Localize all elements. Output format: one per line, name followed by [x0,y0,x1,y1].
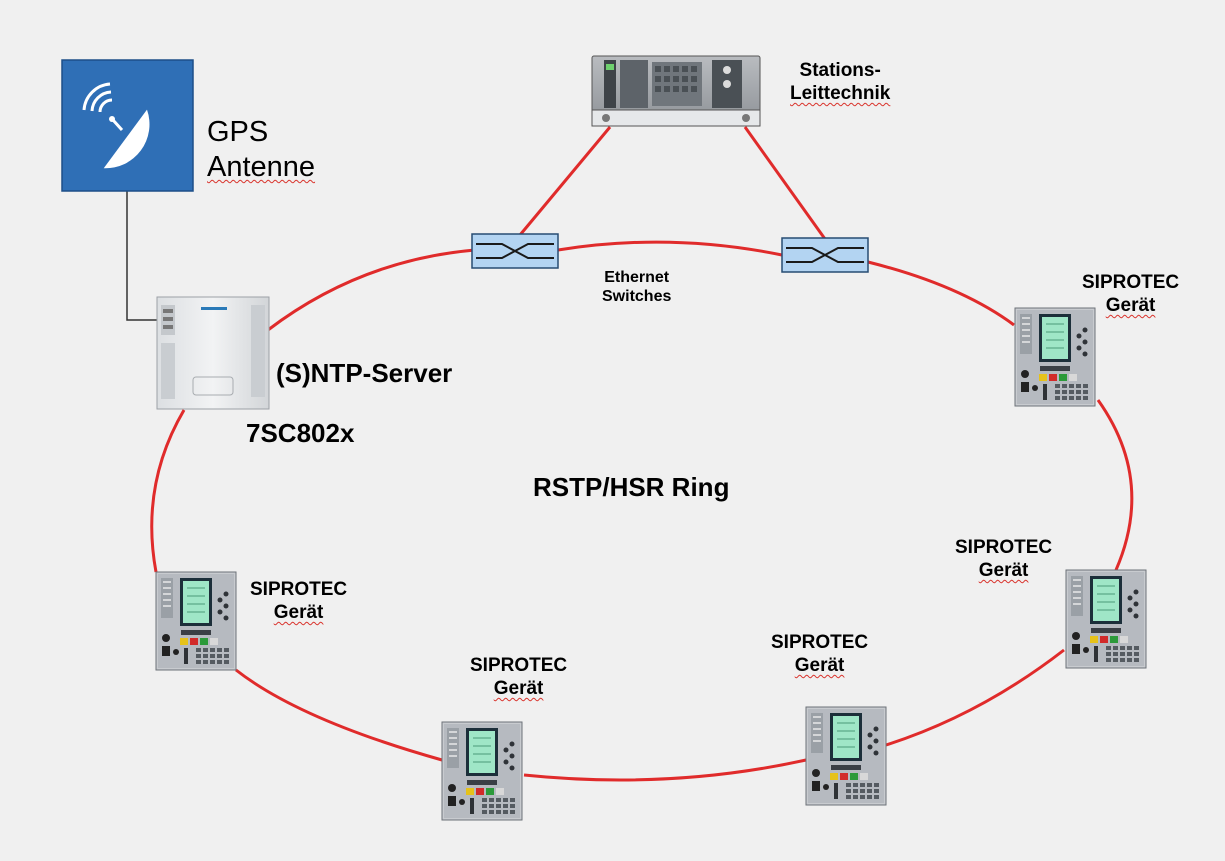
ring-links [150,240,1134,782]
station-label-line2: Leittechnik [790,82,891,104]
device-2-line2: Gerät [978,559,1029,581]
gps-antenna-label: GPS Antenne [207,115,315,185]
device-4-line2: Gerät [493,677,544,699]
switches-label-line1: Ethernet [604,269,670,286]
device-4-line1: SIPROTEC [470,655,568,676]
ethernet-switch-2-icon [781,237,869,273]
ntp-server-model-label: 7SC802x [246,418,355,448]
siprotec-device-4-icon [441,721,523,821]
link-relay2-relay3 [885,648,1065,747]
siprotec-device-2-label: SIPROTEC Gerät [955,537,1052,583]
device-2-line1: SIPROTEC [955,537,1053,558]
ethernet-switches-label: Ethernet Switches [602,268,671,306]
station-label-line1: Stations- [799,60,881,81]
ntp-server-label: (S)NTP-Server [276,358,453,388]
device-3-line2: Gerät [794,654,845,676]
siprotec-device-1-icon [1014,307,1096,407]
link-station-switch1 [518,126,612,236]
siprotec-device-3-label: SIPROTEC Gerät [771,632,868,678]
switches-label-line2: Switches [602,288,672,306]
link-switch2-relay1 [867,260,1015,327]
ntp-server-device-icon [156,296,270,410]
link-switch1-switch2 [557,240,783,257]
gps-label-line1: GPS [207,116,269,148]
satellite-dish-icon [61,59,194,192]
siprotec-device-4-label: SIPROTEC Gerät [470,655,567,701]
siprotec-device-5-label: SIPROTEC Gerät [250,579,347,625]
device-1-line1: SIPROTEC [1082,272,1180,293]
link-relay3-relay4 [523,758,807,782]
link-relay1-relay2 [1096,399,1134,571]
device-3-line1: SIPROTEC [771,632,869,653]
antenna-cable [126,190,160,321]
siprotec-device-1-label: SIPROTEC Gerät [1082,272,1179,318]
link-relay4-relay5 [235,668,443,762]
siprotec-device-5-icon [155,571,237,671]
device-1-line2: Gerät [1105,294,1156,316]
station-control-label: Stations- Leittechnik [790,60,890,106]
link-station-switch2 [743,126,827,240]
device-5-line1: SIPROTEC [250,579,348,600]
link-server-switch1 [267,248,476,332]
device-5-line2: Gerät [273,601,324,623]
station-links [518,126,827,240]
ring-label: RSTP/HSR Ring [533,472,730,502]
siprotec-device-2-icon [1065,569,1147,669]
gps-label-line2: Antenne [207,150,316,183]
ethernet-switch-1-icon [471,233,559,269]
station-control-rack-icon [591,55,761,127]
link-relay5-server [150,409,186,573]
siprotec-device-3-icon [805,706,887,806]
